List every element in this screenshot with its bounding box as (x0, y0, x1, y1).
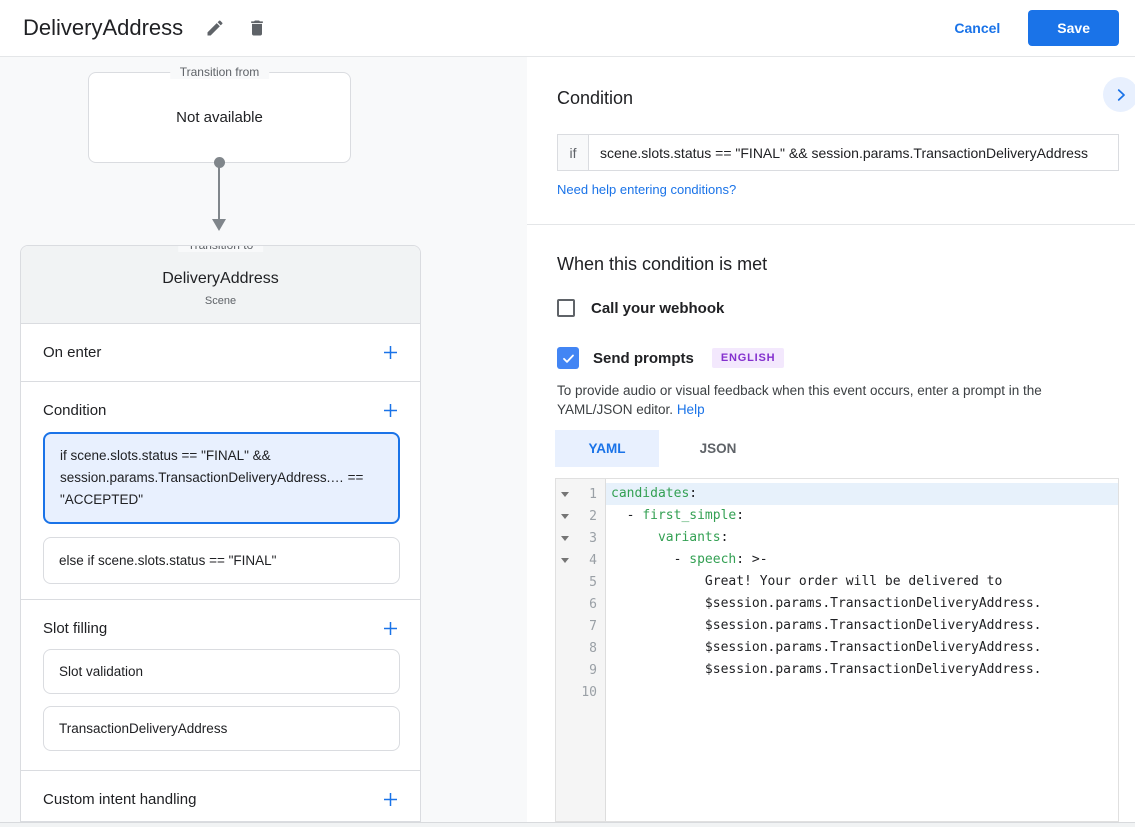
fold-arrow-icon[interactable] (556, 557, 573, 563)
add-custom-intent-icon[interactable] (382, 792, 398, 808)
transition-from-label: Transition from (169, 65, 270, 79)
slot-filling-section: Slot filling Slot validation Transaction… (21, 600, 420, 771)
delete-trash-icon[interactable] (245, 16, 269, 40)
editor-code[interactable]: candidates: - first_simple: variants: - … (606, 479, 1118, 821)
code-line[interactable]: variants: (657, 530, 729, 545)
cancel-button[interactable]: Cancel (954, 20, 1001, 36)
condition-card[interactable]: else if scene.slots.status == "FINAL" (43, 537, 400, 584)
page-title: DeliveryAddress (23, 15, 184, 40)
gutter-row: 9 (556, 659, 605, 681)
line-number: 7 (589, 618, 597, 634)
code-line[interactable]: $session.params.TransactionDeliveryAddre… (611, 640, 1042, 655)
custom-intent-row[interactable]: Custom intent handling (21, 771, 420, 821)
chevron-right-icon (1117, 88, 1125, 101)
line-number: 3 (589, 530, 597, 546)
code-line[interactable]: - first_simple: (611, 508, 745, 523)
line-number: 10 (581, 684, 597, 700)
scene-graph-canvas: Transition from Not available Transition… (0, 57, 527, 827)
save-button[interactable]: Save (1028, 10, 1119, 46)
collapse-panel-button[interactable] (1103, 77, 1135, 112)
connector-dot (214, 157, 225, 168)
slot-validation-card[interactable]: Slot validation (43, 649, 400, 694)
scene-name: DeliveryAddress (162, 270, 279, 287)
gutter-row: 7 (556, 615, 605, 637)
tab-json[interactable]: JSON (699, 441, 737, 456)
call-webhook-label: Call your webhook (591, 299, 725, 317)
code-line[interactable]: Great! Your order will be delivered to (611, 574, 1003, 589)
scene-card: Transition to DeliveryAddress Scene On e… (20, 245, 421, 822)
panel-title: Condition (557, 88, 634, 108)
custom-intent-label: Custom intent handling (43, 791, 197, 808)
gutter-row: 1 (556, 483, 605, 505)
gutter-row: 6 (556, 593, 605, 615)
editor-tabs: YAML JSON (555, 430, 777, 467)
slot-card[interactable]: TransactionDeliveryAddress (43, 706, 400, 751)
fold-arrow-icon[interactable] (556, 535, 573, 541)
line-number: 9 (589, 662, 597, 678)
panel-divider (527, 224, 1135, 225)
fold-arrow-icon[interactable] (556, 491, 573, 497)
transition-to-label: Transition to (177, 246, 264, 252)
prompt-description: To provide audio or visual feedback when… (557, 381, 1117, 419)
on-enter-row[interactable]: On enter (21, 324, 420, 382)
slot-filling-label: Slot filling (43, 620, 108, 637)
condition-section-label: Condition (43, 402, 107, 419)
transition-from-value: Not available (176, 109, 263, 126)
on-enter-label: On enter (43, 344, 102, 361)
add-slot-icon[interactable] (382, 621, 398, 637)
checkmark-icon (562, 354, 574, 363)
when-condition-title: When this condition is met (557, 254, 768, 274)
call-webhook-checkbox[interactable] (557, 299, 575, 317)
code-line[interactable]: - speech: >- (611, 552, 768, 567)
send-prompts-checkbox[interactable] (557, 347, 579, 369)
condition-expression-input[interactable] (589, 135, 1118, 170)
condition-card-selected[interactable]: if scene.slots.status == "FINAL" && sess… (43, 432, 400, 524)
connector-arrowhead-icon (212, 219, 226, 231)
prompt-description-text: To provide audio or visual feedback when… (557, 383, 1042, 417)
condition-expression-field: if (557, 134, 1119, 171)
horizontal-scrollbar-track[interactable] (0, 822, 1135, 827)
code-line[interactable]: candidates: (606, 483, 1118, 505)
add-on-enter-icon[interactable] (382, 345, 398, 361)
gutter-row: 3 (556, 527, 605, 549)
top-bar: DeliveryAddress Cancel Save (0, 0, 1135, 57)
code-line[interactable]: $session.params.TransactionDeliveryAddre… (611, 618, 1042, 633)
help-link[interactable]: Help (676, 402, 705, 417)
gutter-row: 10 (556, 681, 605, 703)
edit-pencil-icon[interactable] (203, 16, 227, 40)
gutter-row: 4 (556, 549, 605, 571)
condition-section: Condition if scene.slots.status == "FINA… (21, 382, 420, 600)
gutter-row: 2 (556, 505, 605, 527)
add-condition-icon[interactable] (382, 403, 398, 419)
line-number: 5 (589, 574, 597, 590)
transition-from-box[interactable]: Transition from Not available (88, 65, 351, 163)
gutter-row: 8 (556, 637, 605, 659)
fold-arrow-icon[interactable] (556, 513, 573, 519)
code-line[interactable]: $session.params.TransactionDeliveryAddre… (611, 596, 1042, 611)
code-line[interactable] (606, 681, 1118, 703)
yaml-code-editor: 1 2 3 4 5 6 7 8 9 10 candidates: - first_simple: … (555, 478, 1119, 822)
line-number: 6 (589, 596, 597, 612)
language-badge: ENGLISH (711, 348, 785, 368)
line-number: 4 (589, 552, 597, 568)
line-number: 8 (589, 640, 597, 656)
tab-yaml[interactable]: YAML (555, 430, 659, 467)
conditions-help-link[interactable]: Need help entering conditions? (557, 182, 737, 197)
gutter-row: 5 (556, 571, 605, 593)
scene-card-header: DeliveryAddress Scene (21, 246, 420, 324)
code-line[interactable]: $session.params.TransactionDeliveryAddre… (611, 662, 1042, 677)
line-number: 1 (589, 486, 597, 502)
condition-editor-panel: Condition if Need help entering conditio… (527, 57, 1135, 827)
line-number: 2 (589, 508, 597, 524)
connector-line (218, 166, 220, 220)
scene-type-label: Scene (204, 295, 237, 307)
editor-gutter: 1 2 3 4 5 6 7 8 9 10 (556, 479, 606, 821)
if-prefix-label: if (558, 135, 589, 170)
send-prompts-label: Send prompts (593, 349, 694, 367)
